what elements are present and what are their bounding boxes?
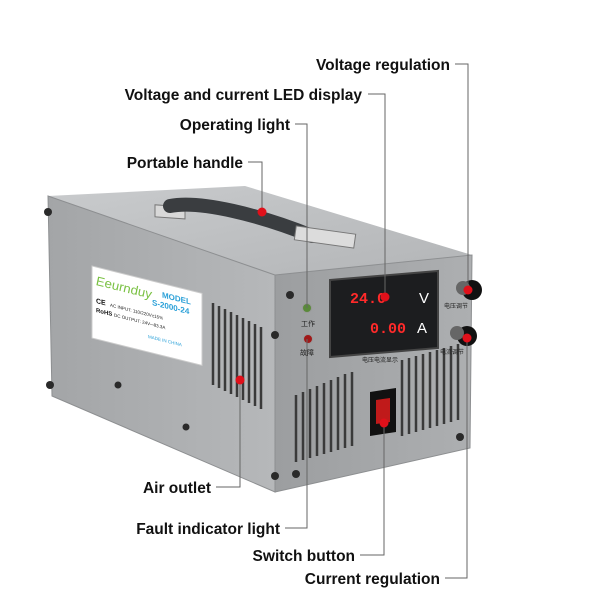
current-knob-label: 电流调节 [440,348,464,356]
power-switch[interactable] [370,388,396,436]
top-face [48,186,472,275]
annotation-portable-handle: Portable handle [127,155,244,172]
display-caption: 电压电流显示 [362,356,398,364]
led-display: 24.0 V 0.00 A 电压电流显示 [329,269,439,364]
annotation-voltage-regulation: Voltage regulation [316,57,450,74]
voltage-readout: 24.0 [350,291,386,308]
operating-light-label: 工作 [301,319,315,328]
annotation-led-display: Voltage and current LED display [125,87,363,104]
annotation-switch-button: Switch button [253,548,355,565]
portable-handle[interactable] [154,197,357,249]
air-outlet-side [211,303,263,409]
ce-mark: CE [96,297,106,307]
current-readout: 0.00 [370,321,406,338]
annotation-operating-light: Operating light [180,117,290,134]
annotation-leaders [216,63,473,579]
voltage-knob-label: 电压调节 [444,302,468,310]
annotation-current-regulation: Current regulation [305,571,440,588]
annotation-fault-indicator-light: Fault indicator light [136,521,280,538]
air-outlet-front [294,344,460,462]
rohs-mark: RoHS [96,307,112,318]
product-label: Eeurnduy MODEL S-2000-24 CE AC INPUT: 11… [91,265,203,367]
annotation-air-outlet: Air outlet [143,480,211,497]
current-unit: A [417,320,427,337]
voltage-unit: V [419,290,429,307]
